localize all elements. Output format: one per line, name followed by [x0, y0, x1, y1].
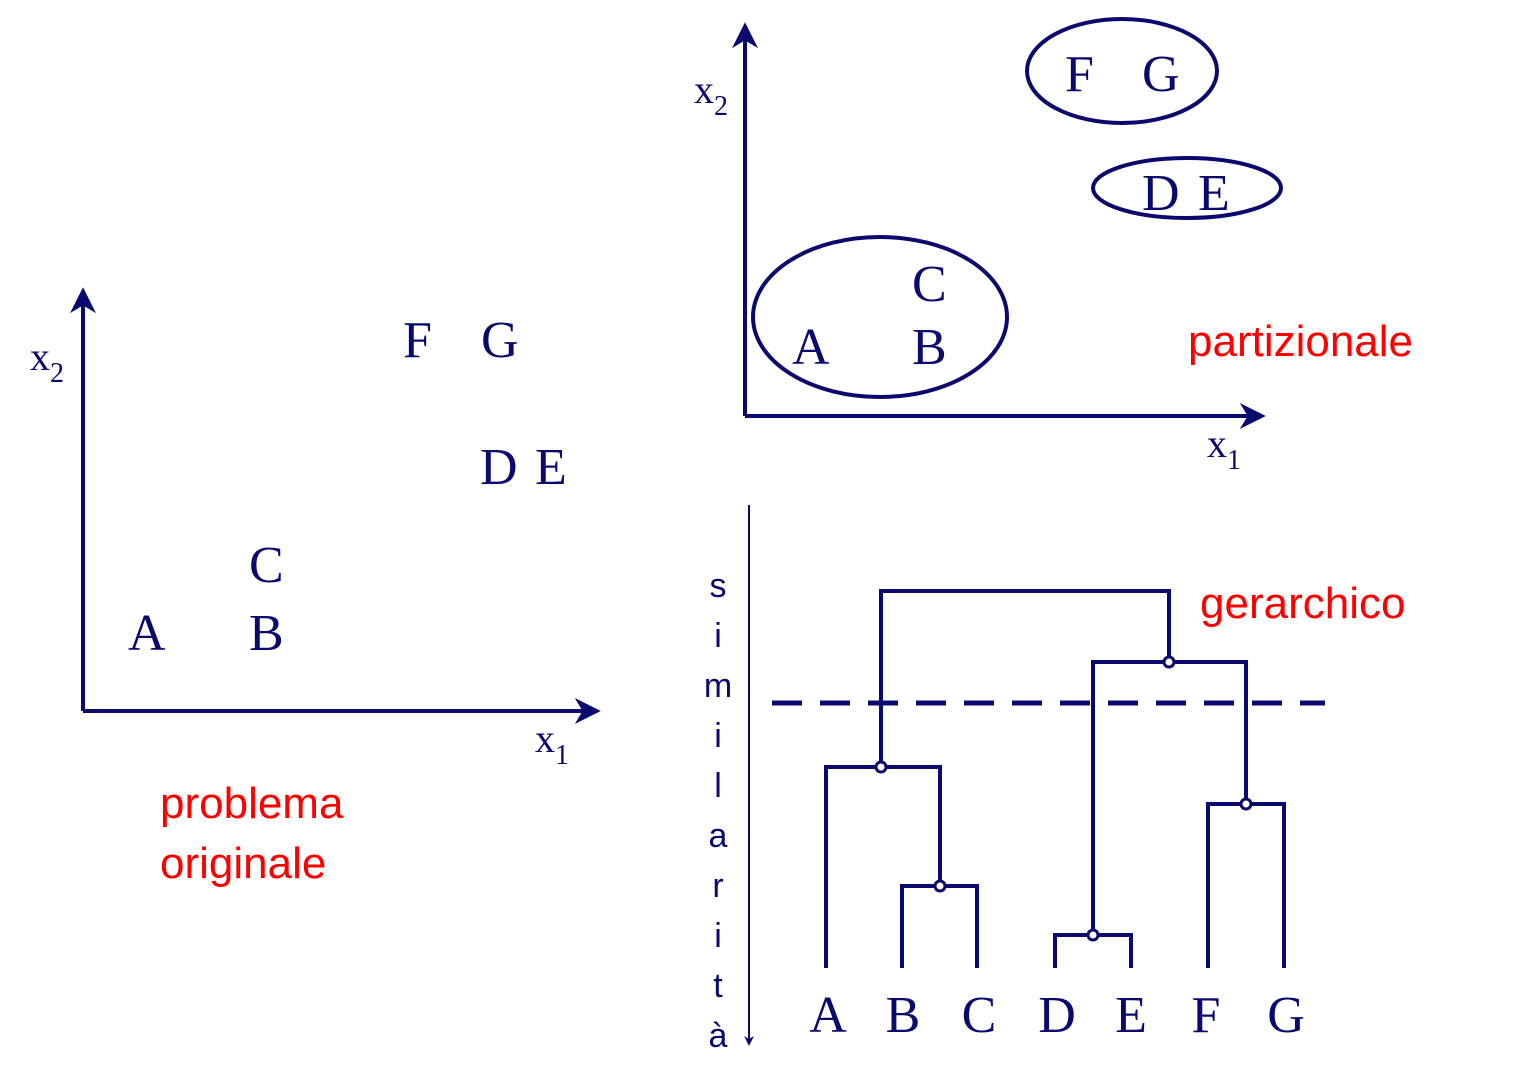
y-axis-label: x2: [30, 334, 64, 389]
leaf-labels: A B C D E F G: [809, 987, 1305, 1044]
merge-root: [879, 589, 1171, 767]
point-g: G: [1142, 46, 1180, 103]
x-axis-label: x1: [1207, 421, 1241, 476]
panel-hierarchical: s i m i l a r i t à A B: [704, 505, 1405, 1055]
x-axis-label: x1: [535, 716, 569, 771]
point-f: F: [403, 312, 432, 369]
node-de-fg: [1162, 655, 1176, 669]
point-c: C: [249, 537, 284, 594]
point-d: D: [1142, 165, 1180, 222]
axis-letter: t: [713, 967, 723, 1005]
leaf-label: C: [962, 987, 997, 1044]
axis-letter: s: [710, 567, 727, 605]
cluster-de: [1091, 156, 1283, 220]
y-axis-label: x2: [694, 67, 728, 122]
leaf-label: B: [886, 987, 921, 1044]
axis-letter: i: [714, 617, 722, 655]
point-g: G: [481, 312, 519, 369]
point-d: D: [480, 439, 518, 496]
dendrogram: [824, 589, 1286, 968]
leaf-label: E: [1115, 987, 1147, 1044]
node-bc: [933, 879, 947, 893]
axis-letter: i: [714, 917, 722, 955]
node-a-bc: [874, 760, 888, 774]
caption: partizionale: [1188, 317, 1413, 366]
caption: gerarchico: [1200, 579, 1405, 628]
node-fg: [1239, 797, 1253, 811]
leaf-label: A: [809, 987, 847, 1044]
axis-letter: r: [712, 867, 723, 905]
point-e: E: [535, 439, 567, 496]
point-e: E: [1198, 165, 1230, 222]
point-a: A: [792, 319, 830, 376]
cluster-abc: [751, 235, 1009, 399]
point-a: A: [128, 605, 166, 662]
merge-fg: [1206, 802, 1286, 968]
axis-letter: i: [714, 717, 722, 755]
merge-a-bc: [824, 765, 942, 968]
point-b: B: [912, 319, 947, 376]
axis-letter: l: [714, 767, 722, 805]
leaf-label: D: [1038, 987, 1076, 1044]
point-c: C: [912, 256, 947, 313]
node-de: [1086, 928, 1100, 942]
cluster-fg: [1025, 17, 1219, 125]
leaf-label: G: [1267, 987, 1305, 1044]
point-b: B: [249, 605, 284, 662]
axis-letter: m: [704, 667, 732, 705]
point-f: F: [1065, 46, 1094, 103]
leaf-label: F: [1192, 987, 1221, 1044]
merge-bc: [900, 884, 979, 968]
similarity-axis-label: s i m i l a r i t à: [704, 567, 732, 1055]
panel-original: x2 x1 A B C D E F G problema originale: [30, 287, 601, 888]
axis-letter: à: [709, 1017, 728, 1055]
panel-partitional: x2 x1 A B C D E F G partizionale: [694, 17, 1413, 476]
caption-line-2: originale: [160, 839, 326, 888]
axis-letter: a: [709, 817, 728, 855]
caption-line-1: problema: [160, 779, 344, 828]
